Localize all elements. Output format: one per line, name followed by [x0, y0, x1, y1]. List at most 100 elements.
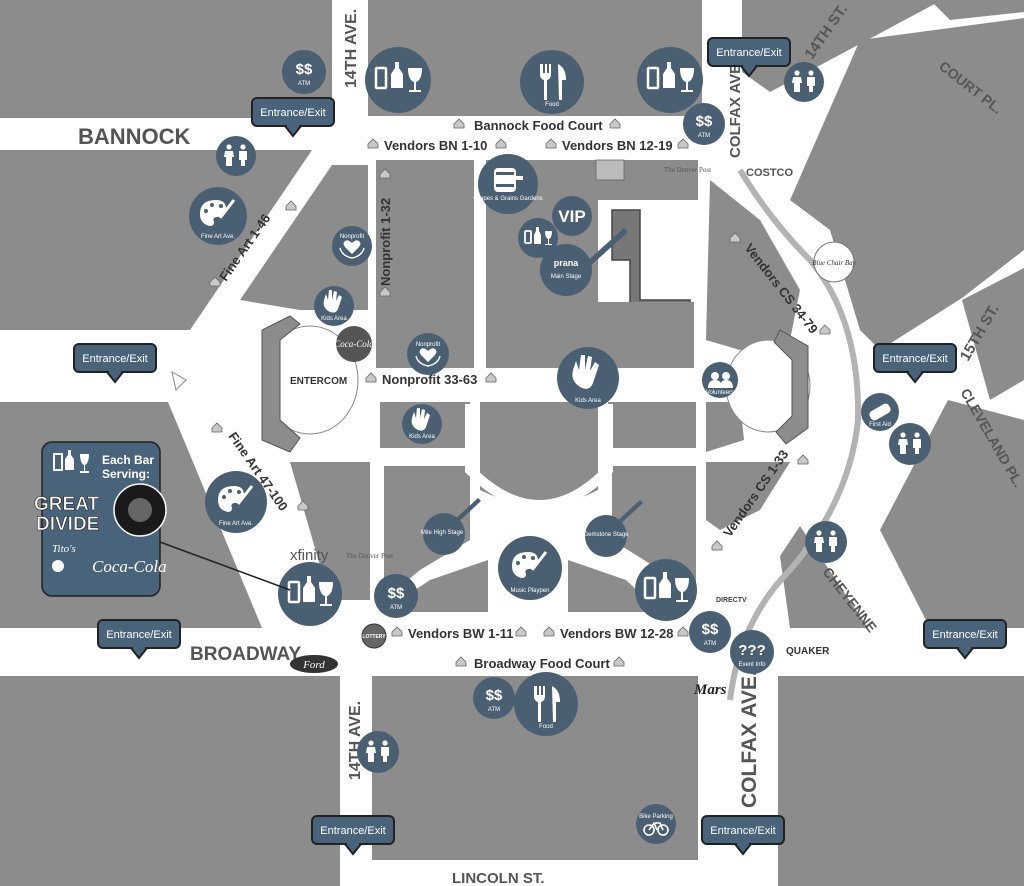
center-arch [465, 404, 613, 510]
entrance-exit-label: Entrance/Exit [716, 47, 781, 59]
svg-text:Kids Area: Kids Area [409, 434, 435, 440]
restroom-icon[interactable] [784, 62, 824, 102]
coca-cola-badge-text: Coca-Cola [334, 339, 374, 349]
mile-high-stage-icon[interactable]: Mile High Stage [421, 498, 481, 555]
atm-icon[interactable]: $$ ATM [473, 677, 515, 719]
entrance-exit-sign[interactable]: Entrance/Exit [923, 619, 1007, 660]
entrance-exit-sign[interactable]: Entrance/Exit [707, 37, 791, 78]
fine-art-icon[interactable]: Fine Art Ave. [205, 471, 267, 533]
food-icon[interactable]: Food [520, 50, 584, 114]
entrance-exit-sign[interactable]: Entrance/Exit [311, 815, 395, 856]
kids-area-icons: Kids Area Kids Area Kids Area [314, 286, 619, 444]
bar-icon[interactable] [365, 47, 431, 113]
gemstone-stage-icon[interactable]: Gemstone Stage [583, 500, 643, 557]
restroom-icon[interactable] [889, 423, 931, 465]
tent-icon [711, 540, 723, 551]
sponsor-logos: Coca-Cola ENTERCOM xfinity The Denver Po… [290, 159, 857, 698]
svg-text:Event Info: Event Info [738, 662, 766, 668]
nonprofit-1-32-label: Nonprofit 1-32 [378, 198, 393, 286]
tent-icon [285, 200, 297, 211]
kids-area-icon[interactable]: Kids Area [557, 347, 619, 409]
entrance-exit-sign[interactable]: Entrance/Exit [73, 343, 157, 384]
atm-icon[interactable]: $$ ATM [374, 574, 418, 618]
svg-text:Fine Art Ave.: Fine Art Ave. [201, 234, 235, 240]
great-divide-logo: GREAT [34, 494, 99, 515]
lottery-logo [361, 623, 387, 649]
grapes-grains-icon[interactable]: Grapes & Grains Gardens [473, 154, 543, 214]
block-colfax-west [706, 180, 800, 350]
restroom-icon[interactable] [805, 521, 847, 563]
main-stage-icon[interactable]: prana Main Stage [540, 228, 628, 296]
svg-text:Music Playpen: Music Playpen [510, 588, 549, 594]
svg-text:Nonprofit: Nonprofit [416, 342, 441, 348]
entrance-exit-sign[interactable]: Entrance/Exit [701, 815, 785, 856]
tent-icon [297, 500, 309, 511]
bar-icon[interactable] [635, 559, 697, 621]
vendors-bw-1-11: Vendors BW 1-11 [391, 626, 527, 641]
svg-text:ATM: ATM [704, 641, 716, 647]
nonprofit-33-63-label: Nonprofit 33-63 [382, 372, 477, 387]
vendors-bn-12-19: Vendors BN 12-19 [545, 138, 689, 153]
block-ne-far [930, 0, 1024, 20]
atm-icon[interactable]: $$ ATM [689, 611, 731, 653]
block-ne-triangle [768, 0, 820, 10]
tent-icon [543, 626, 555, 637]
tent-icon [613, 656, 625, 667]
block-fine-art-west [240, 165, 368, 310]
svg-text:Nonprofit: Nonprofit [340, 234, 365, 240]
svg-text:$$: $$ [486, 687, 503, 704]
atm-icon[interactable]: $$ ATM [282, 50, 326, 94]
nonprofit-icon[interactable]: Nonprofit [407, 333, 449, 375]
nonprofit-icon[interactable]: Nonprofit [332, 226, 372, 266]
atm-icon[interactable]: $$ ATM [683, 103, 725, 145]
street-lincoln: LINCOLN ST. [452, 870, 545, 886]
entrance-exit-label: Entrance/Exit [710, 825, 775, 837]
fine-art-icon[interactable]: Fine Art Ave. [189, 187, 247, 245]
music-playpen-icon[interactable]: Music Playpen [498, 536, 562, 600]
entrance-exit-sign[interactable]: Entrance/Exit [97, 619, 181, 660]
rocky-mountain-logo [595, 159, 625, 181]
svg-text:Main Stage: Main Stage [551, 274, 582, 280]
vip-icon[interactable]: VIP [552, 196, 592, 236]
stage-icons: Grapes & Grains Gardens VIP prana Main S… [421, 154, 899, 844]
entrance-exit-sign[interactable]: Entrance/Exit [873, 343, 957, 384]
vendors-bn-1-10-label: Vendors BN 1-10 [384, 138, 487, 153]
event-info-icon[interactable]: ??? Event Info [730, 630, 774, 674]
tent-icon [495, 138, 507, 149]
kids-area-icon[interactable]: Kids Area [314, 286, 354, 326]
vendors-bw-1-11-label: Vendors BW 1-11 [408, 626, 513, 641]
restroom-icon[interactable] [357, 731, 399, 773]
guitar-icon [580, 228, 628, 273]
street-colfax-top: COLFAX AVE. [727, 60, 744, 158]
entercom-logo: ENTERCOM [290, 376, 347, 387]
kids-area-icon[interactable]: Kids Area [402, 404, 442, 444]
denver-post-logo: The Denver Post [346, 552, 393, 560]
entrance-exit-label: Entrance/Exit [882, 353, 947, 365]
entrance-exit-sign[interactable]: Entrance/Exit [251, 97, 335, 138]
bar-icon[interactable] [278, 562, 342, 626]
bar-icon[interactable] [518, 218, 558, 258]
panel-bar-icon [53, 450, 89, 473]
block-center-middle [480, 402, 598, 505]
tent-icon [485, 372, 497, 383]
svg-text:$$: $$ [388, 585, 405, 602]
guitar-icon [614, 500, 643, 527]
panel-title-line2: Serving: [102, 467, 150, 481]
food-icon[interactable]: Food [514, 672, 578, 736]
volunteers-icon[interactable]: Volunteers [702, 362, 738, 398]
bar-icon[interactable] [637, 47, 703, 113]
restroom-icon[interactable] [216, 136, 256, 176]
svg-text:Kids Area: Kids Area [575, 398, 601, 404]
first-aid-icon[interactable]: First Aid [861, 393, 899, 431]
tent-icon [391, 626, 403, 637]
blue-chair-bay-text: Blue Chair Bay [812, 259, 856, 267]
vendors-bn-12-19-label: Vendors BN 12-19 [562, 138, 673, 153]
bike-parking-icon[interactable]: Bike Parking [636, 804, 676, 844]
svg-text:Bike Parking: Bike Parking [639, 814, 673, 820]
nonprofit-1-32: Nonprofit 1-32 [378, 168, 393, 297]
east-oval-structure [773, 329, 809, 445]
tent-icon [379, 168, 391, 179]
svg-text:Food: Food [539, 724, 553, 730]
directv-logo: DIRECTV [716, 597, 747, 604]
